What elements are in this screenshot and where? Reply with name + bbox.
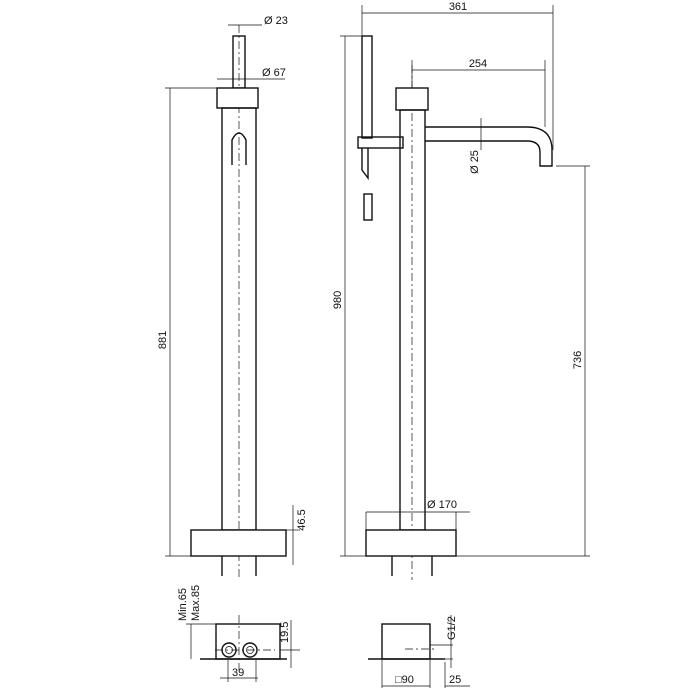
dim-cap-diameter: Ø 67 xyxy=(262,67,286,79)
connection-detail-left: Min.65 Max.85 19.5 39 xyxy=(177,585,300,682)
dim-handshower-diameter: Ø 23 xyxy=(264,15,288,27)
connection-detail-right: G1/2 □90 25 xyxy=(368,615,470,688)
dim-connection-spacing: 39 xyxy=(232,667,244,679)
dim-spout-diameter: Ø 25 xyxy=(469,150,481,174)
dim-square-base: □90 xyxy=(395,674,414,686)
dim-min-depth: Min.65 xyxy=(177,588,189,621)
dim-connection-height: 19.5 xyxy=(279,622,291,643)
dim-flange-thickness: 25 xyxy=(449,674,461,686)
front-view: 361 254 980 Ø 25 736 Ø 170 xyxy=(332,1,590,580)
dim-spout-reach: 254 xyxy=(469,58,487,70)
dim-total-height: 980 xyxy=(332,291,344,309)
dim-base-height: 46.5 xyxy=(296,509,308,530)
dim-thread: G1/2 xyxy=(446,616,458,640)
side-view: Ø 23 Ø 67 881 46.5 xyxy=(157,15,308,580)
dim-total-width: 361 xyxy=(449,1,467,13)
dim-spout-height: 736 xyxy=(572,351,584,369)
dim-side-height: 881 xyxy=(157,331,169,349)
dim-max-depth: Max.85 xyxy=(190,585,202,621)
dim-base-diameter: Ø 170 xyxy=(427,499,457,511)
